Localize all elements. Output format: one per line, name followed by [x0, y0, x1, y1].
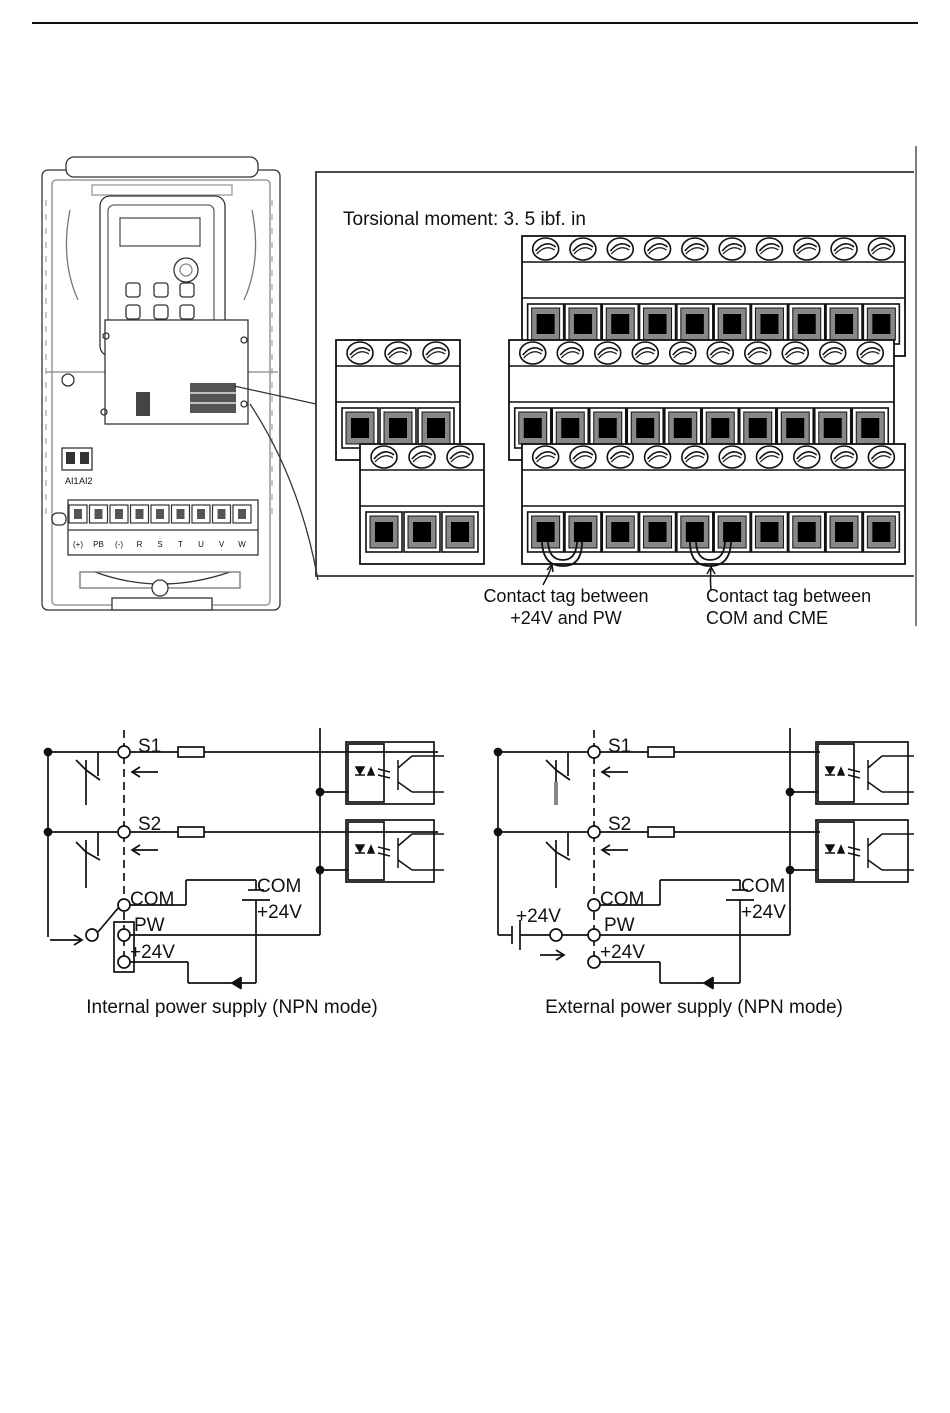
tag-arrow-1 [543, 564, 553, 585]
power-terminal-slot [131, 505, 149, 523]
power-terminal-slot [90, 505, 108, 523]
power-terminal-slot [172, 505, 190, 523]
terminal-strip-left-bottom [360, 444, 484, 564]
internal-optos [355, 756, 444, 870]
power-terminal-label: W [238, 540, 246, 549]
ext-s1-label: S1 [608, 736, 631, 757]
terminal-strips [336, 236, 905, 564]
terminal-strip-top [522, 236, 905, 356]
power-terminal-label: T [178, 540, 183, 549]
power-terminal-slot [110, 505, 128, 523]
external-caption: External power supply (NPN mode) [545, 997, 843, 1018]
external-optos [825, 756, 914, 870]
int-s1-label: S1 [138, 736, 161, 757]
torque-label: Torsional moment: 3. 5 ibf. in [343, 209, 586, 230]
ext-24v-right-label: +24V [741, 902, 786, 923]
tag2-line2: COM and CME [706, 608, 828, 628]
power-terminal-slot [213, 505, 231, 523]
power-terminal-slot [192, 505, 210, 523]
power-terminal-label: S [157, 540, 162, 549]
power-terminal-label: (+) [73, 540, 83, 549]
ext-com-label: COM [600, 889, 644, 910]
power-terminal-label: R [137, 540, 143, 549]
power-terminal-label: U [198, 540, 204, 549]
power-terminal-label: V [219, 540, 225, 549]
int-24v-right-label: +24V [257, 902, 302, 923]
int-24v-label: +24V [130, 942, 175, 963]
ext-com-right-label: COM [741, 876, 785, 897]
terminal-strip-left-mid [336, 340, 460, 460]
internal-circuit [45, 728, 439, 989]
tag1-line2: +24V and PW [510, 608, 622, 628]
ext-24v-label: +24V [600, 942, 645, 963]
analog-label-ai1: AI1 [65, 476, 79, 486]
internal-caption: Internal power supply (NPN mode) [86, 997, 377, 1018]
power-terminal-slot [69, 505, 87, 523]
tag2-line1: Contact tag between [706, 586, 871, 606]
power-terminal-label: PB [93, 540, 104, 549]
int-pw-label: PW [134, 915, 165, 936]
power-terminal-slot [151, 505, 169, 523]
ext-supply-24v-label: +24V [516, 906, 561, 927]
int-s2-label: S2 [138, 814, 161, 835]
external-circuit [495, 728, 909, 989]
ext-pw-label: PW [604, 915, 635, 936]
power-terminal-label: (-) [115, 540, 123, 549]
ext-s2-label: S2 [608, 814, 631, 835]
tag1-line1: Contact tag between [483, 586, 648, 606]
analog-label-ai2: AI2 [79, 476, 93, 486]
terminal-strip-mid [509, 340, 894, 460]
int-com-right-label: COM [257, 876, 301, 897]
terminal-strip-bottom [522, 444, 905, 564]
int-com-label: COM [130, 889, 174, 910]
power-terminal-slot [233, 505, 251, 523]
